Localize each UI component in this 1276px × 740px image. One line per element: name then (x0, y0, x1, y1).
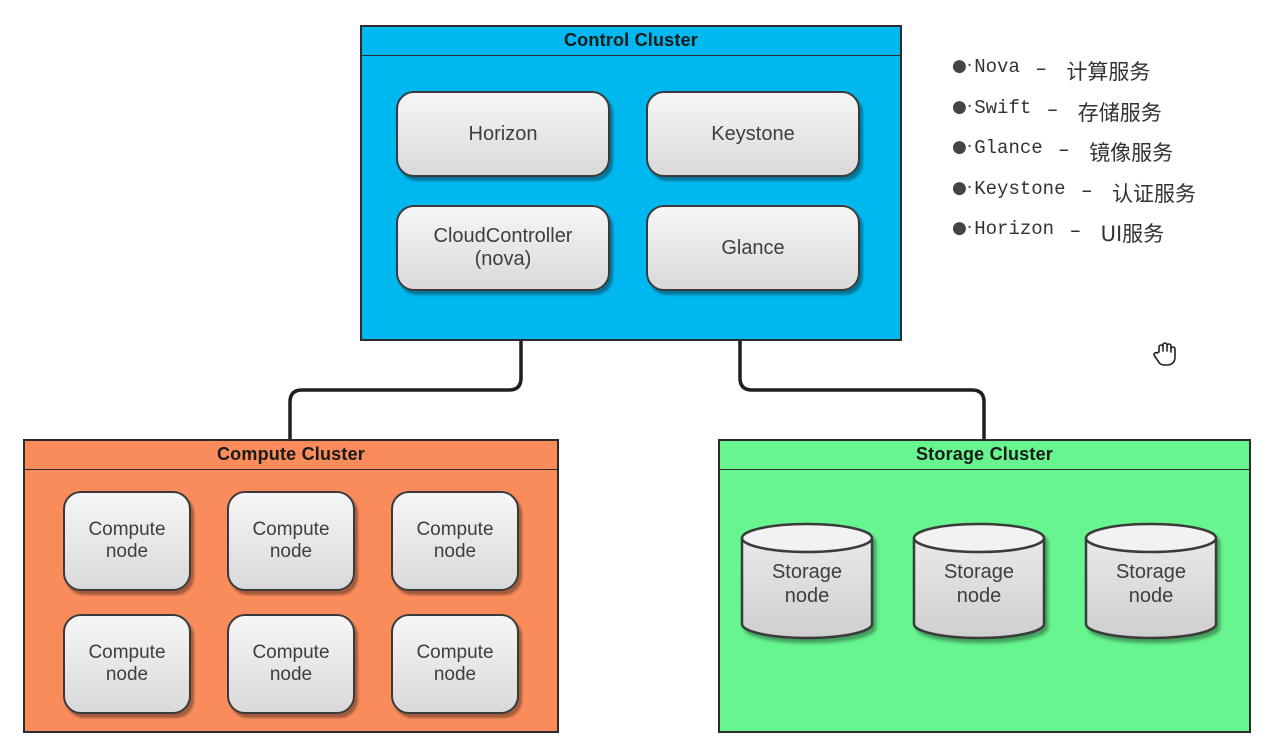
legend-item-keystone: ●· Keystone – 认证服务 (952, 178, 1196, 219)
glance-box: Glance (646, 205, 860, 291)
legend-dash: – (1070, 218, 1081, 242)
compute-node: Compute node (391, 491, 519, 591)
legend-item-horizon: ●· Horizon – UI服务 (952, 218, 1196, 259)
storage-node-label: Storage node (943, 561, 1015, 607)
control-cluster-title: Control Cluster (362, 27, 900, 56)
hand-grab-icon (1153, 342, 1176, 366)
legend-item-swift: ●· Swift – 存储服务 (952, 97, 1196, 138)
bullet-icon: ●· (952, 137, 973, 157)
legend-service-name: Keystone (974, 177, 1066, 200)
legend-dash: – (1035, 56, 1047, 80)
compute-node: Compute node (63, 614, 191, 714)
legend-service-name: Horizon (974, 218, 1055, 240)
cloud-controller-box: CloudController (nova) (396, 205, 610, 291)
legend-service-desc: 存储服务 (1077, 100, 1162, 125)
legend-item-glance: ●· Glance – 镜像服务 (952, 137, 1196, 178)
legend-dash: – (1047, 96, 1058, 121)
compute-node: Compute node (391, 614, 519, 714)
storage-cluster-title: Storage Cluster (720, 441, 1249, 470)
horizon-box: Horizon (396, 91, 610, 177)
legend-service-name: Nova (974, 56, 1020, 78)
control-cluster: Control Cluster Horizon Keystone CloudCo… (360, 25, 902, 341)
storage-node-label: Storage node (1115, 561, 1187, 607)
bullet-icon: ●· (952, 96, 973, 117)
compute-node: Compute node (63, 491, 191, 591)
compute-node: Compute node (227, 614, 355, 714)
legend-dash: – (1058, 137, 1070, 161)
legend-service-desc: 镜像服务 (1089, 141, 1174, 165)
legend-service-desc: 计算服务 (1066, 60, 1151, 84)
storage-node-label: Storage node (771, 561, 843, 607)
connector-control-to-compute (288, 340, 523, 440)
service-legend: ●· Nova – 计算服务 ●· Swift – 存储服务 ●· Glance… (952, 56, 1196, 259)
bullet-icon: ●· (952, 218, 973, 238)
legend-service-desc: UI服务 (1100, 222, 1165, 246)
compute-cluster-title: Compute Cluster (25, 441, 557, 470)
keystone-box: Keystone (646, 91, 860, 177)
legend-item-nova: ●· Nova – 计算服务 (952, 56, 1196, 97)
compute-cluster: Compute Cluster Compute node Compute nod… (23, 439, 559, 733)
legend-dash: – (1081, 177, 1092, 202)
compute-node: Compute node (227, 491, 355, 591)
bullet-icon: ●· (952, 177, 973, 198)
legend-service-name: Swift (974, 96, 1032, 119)
legend-service-name: Glance (974, 137, 1043, 159)
bullet-icon: ●· (952, 56, 973, 76)
connector-control-to-storage (738, 340, 986, 440)
legend-service-desc: 认证服务 (1111, 181, 1196, 206)
